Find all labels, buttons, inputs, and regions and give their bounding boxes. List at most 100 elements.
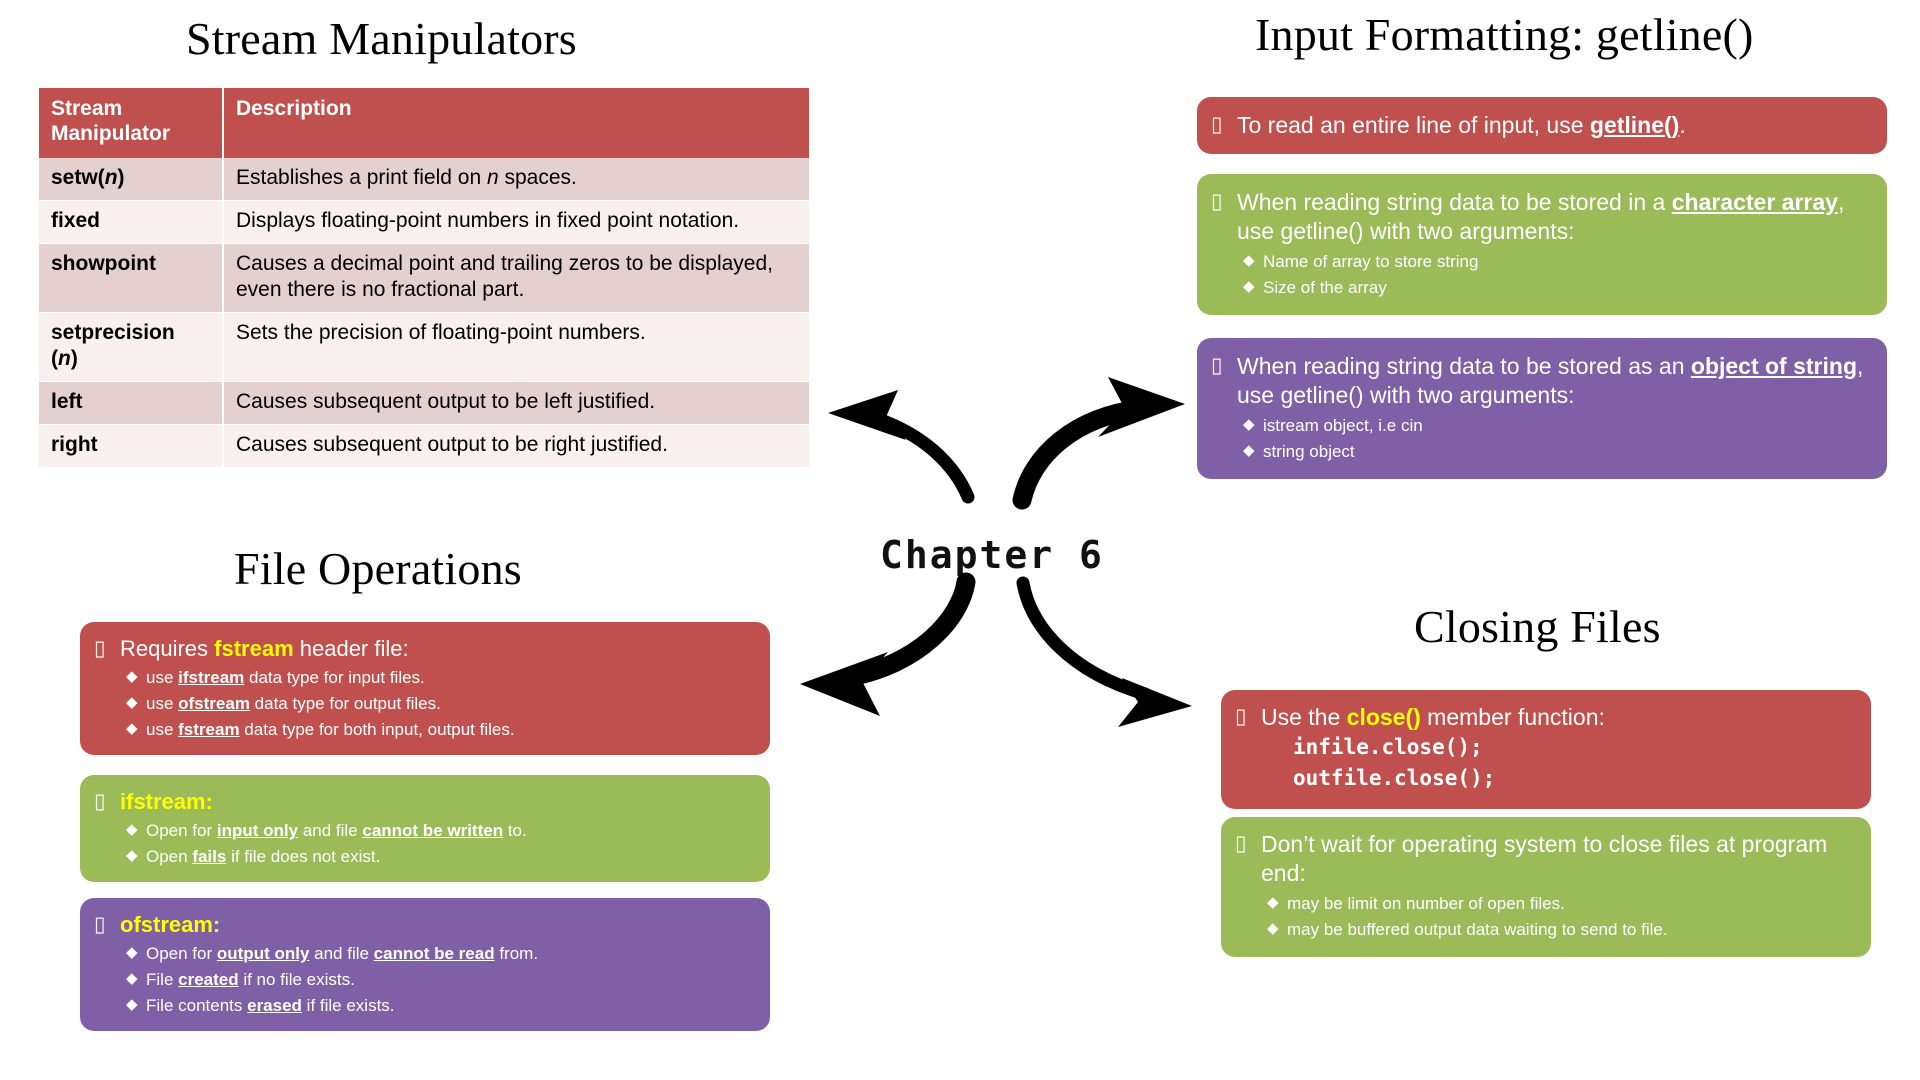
- tofu-bullet-icon: ▯: [1235, 832, 1247, 855]
- tofu-bullet-icon: ▯: [1211, 190, 1223, 213]
- table-row: setw(n) Establishes a print field on n s…: [39, 157, 809, 201]
- table-cell-description: Establishes a print field on n spaces.: [223, 157, 809, 201]
- diamond-bullet-icon: ◆: [126, 944, 138, 962]
- list-item: ◆ use ofstream data type for output file…: [126, 693, 754, 715]
- list-item: ◆ File contents erased if file exists.: [126, 995, 754, 1017]
- page-title-file-operations: File Operations: [234, 543, 522, 594]
- table-cell-description: Causes subsequent output to be right jus…: [223, 424, 809, 468]
- closing-callout-close-function: ▯ Use the close() member function: infil…: [1221, 690, 1871, 810]
- list-item: ◆ Size of the array: [1243, 277, 1871, 299]
- callout-sub-list: ◆ use ifstream data type for input files…: [94, 667, 754, 741]
- callout-text: When reading string data to be stored in…: [1237, 189, 1845, 245]
- list-item-label: string object: [1263, 441, 1355, 461]
- callout-line: ▯ Use the close() member function:: [1235, 703, 1855, 732]
- callout-line: ▯ Don’t wait for operating system to clo…: [1235, 830, 1855, 889]
- code-line: outfile.close();: [1293, 765, 1496, 790]
- callout-text: ifstream:: [120, 789, 213, 814]
- list-item: ◆ Name of array to store string: [1243, 251, 1871, 273]
- list-item-label: File created if no file exists.: [146, 970, 355, 990]
- table-cell-manipulator: left: [39, 381, 224, 425]
- list-item: ◆ use ifstream data type for input files…: [126, 667, 754, 689]
- table-cell-manipulator: showpoint: [39, 243, 224, 313]
- diamond-bullet-icon: ◆: [1243, 415, 1255, 433]
- list-item: ◆ File created if no file exists.: [126, 969, 754, 991]
- getline-callout-object-of-string: ▯ When reading string data to be stored …: [1197, 338, 1887, 480]
- tofu-bullet-icon: ▯: [1211, 113, 1223, 136]
- diamond-bullet-icon: ◆: [1267, 919, 1279, 937]
- page-title-input-formatting: Input Formatting: getline(): [1255, 9, 1754, 60]
- list-item-label: Name of array to store string: [1263, 251, 1479, 271]
- diamond-bullet-icon: ◆: [126, 847, 138, 865]
- tofu-bullet-icon: ▯: [94, 637, 106, 660]
- callout-line: ▯ ofstream:: [94, 911, 754, 939]
- code-line: infile.close();: [1293, 735, 1483, 760]
- table-row: fixed Displays floating-point numbers in…: [39, 200, 809, 244]
- getline-callout-character-array: ▯ When reading string data to be stored …: [1197, 174, 1887, 316]
- diamond-bullet-icon: ◆: [1267, 893, 1279, 911]
- table-cell-description: Causes subsequent output to be left just…: [223, 381, 809, 425]
- diamond-bullet-icon: ◆: [126, 694, 138, 712]
- table-cell-description: Displays floating-point numbers in fixed…: [223, 200, 809, 244]
- list-item: ◆ use fstream data type for both input, …: [126, 719, 754, 741]
- list-item: ◆ istream object, i.e cin: [1243, 415, 1871, 437]
- diamond-bullet-icon: ◆: [126, 996, 138, 1014]
- list-item-label: istream object, i.e cin: [1263, 415, 1423, 435]
- tofu-bullet-icon: ▯: [1235, 705, 1247, 728]
- callout-text: Use the close() member function:: [1261, 704, 1605, 730]
- diamond-bullet-icon: ◆: [126, 821, 138, 839]
- diamond-bullet-icon: ◆: [1243, 277, 1255, 295]
- callout-line: ▯ Requires fstream header file:: [94, 635, 754, 663]
- list-item-label: may be buffered output data waiting to s…: [1287, 919, 1668, 939]
- callout-line: ▯ When reading string data to be stored …: [1211, 188, 1871, 247]
- table-cell-description: Sets the precision of floating-point num…: [223, 312, 809, 382]
- table-row: showpoint Causes a decimal point and tra…: [39, 243, 809, 313]
- callout-text: To read an entire line of input, use get…: [1237, 112, 1686, 138]
- callout-line: ▯ ifstream:: [94, 788, 754, 816]
- arrow-down-left-icon: [800, 572, 976, 716]
- list-item-label: Size of the array: [1263, 277, 1387, 297]
- list-item-label: Open for input only and file cannot be w…: [146, 821, 527, 841]
- center-chapter-label: Chapter 6: [880, 533, 1104, 577]
- arrow-up-right-icon: [1012, 377, 1185, 510]
- diamond-bullet-icon: ◆: [126, 970, 138, 988]
- list-item: ◆ may be limit on number of open files.: [1267, 893, 1855, 915]
- callout-line: ▯ To read an entire line of input, use g…: [1211, 111, 1871, 140]
- callout-text: Requires fstream header file:: [120, 636, 409, 661]
- list-item-label: File contents erased if file exists.: [146, 996, 395, 1016]
- stream-manipulators-table: Stream Manipulator Description setw(n) E…: [39, 88, 809, 468]
- arrow-up-left-icon: [828, 390, 975, 504]
- callout-line: ▯ When reading string data to be stored …: [1211, 352, 1871, 411]
- table-header-description: Description: [223, 88, 809, 158]
- list-item-label: may be limit on number of open files.: [1287, 893, 1565, 913]
- callout-sub-list: ◆ Name of array to store string ◆ Size o…: [1211, 251, 1871, 299]
- table-cell-manipulator: right: [39, 424, 224, 468]
- diamond-bullet-icon: ◆: [1243, 251, 1255, 269]
- arrow-down-right-icon: [1016, 576, 1192, 727]
- table-row: right Causes subsequent output to be rig…: [39, 424, 809, 468]
- fileops-callout-ofstream: ▯ ofstream: ◆ Open for output only and f…: [80, 898, 770, 1032]
- list-item-label: use fstream data type for both input, ou…: [146, 720, 515, 740]
- table-row: left Causes subsequent output to be left…: [39, 381, 809, 425]
- diamond-bullet-icon: ◆: [126, 720, 138, 738]
- list-item-label: Open fails if file does not exist.: [146, 847, 381, 867]
- callout-sub-list: ◆ Open for input only and file cannot be…: [94, 820, 754, 868]
- table-cell-description: Causes a decimal point and trailing zero…: [223, 243, 809, 313]
- diamond-bullet-icon: ◆: [1243, 441, 1255, 459]
- tofu-bullet-icon: ▯: [94, 913, 106, 936]
- list-item-label: Open for output only and file cannot be …: [146, 944, 539, 964]
- list-item: ◆ string object: [1243, 441, 1871, 463]
- table-header-row: Stream Manipulator Description: [39, 88, 809, 158]
- fileops-callout-fstream-header: ▯ Requires fstream header file: ◆ use if…: [80, 622, 770, 756]
- fileops-callout-ifstream: ▯ ifstream: ◆ Open for input only and fi…: [80, 775, 770, 883]
- table-cell-manipulator: setw(n): [39, 157, 224, 201]
- list-item-label: use ifstream data type for input files.: [146, 668, 425, 688]
- callout-sub-list: ◆ Open for output only and file cannot b…: [94, 943, 754, 1017]
- table-cell-manipulator: fixed: [39, 200, 224, 244]
- list-item-label: use ofstream data type for output files.: [146, 694, 441, 714]
- diamond-bullet-icon: ◆: [126, 668, 138, 686]
- page-title-stream-manipulators: Stream Manipulators: [186, 13, 577, 64]
- table-row: setprecision(n) Sets the precision of fl…: [39, 312, 809, 382]
- list-item: ◆ Open for output only and file cannot b…: [126, 943, 754, 965]
- page-title-closing-files: Closing Files: [1414, 601, 1661, 652]
- tofu-bullet-icon: ▯: [94, 790, 106, 813]
